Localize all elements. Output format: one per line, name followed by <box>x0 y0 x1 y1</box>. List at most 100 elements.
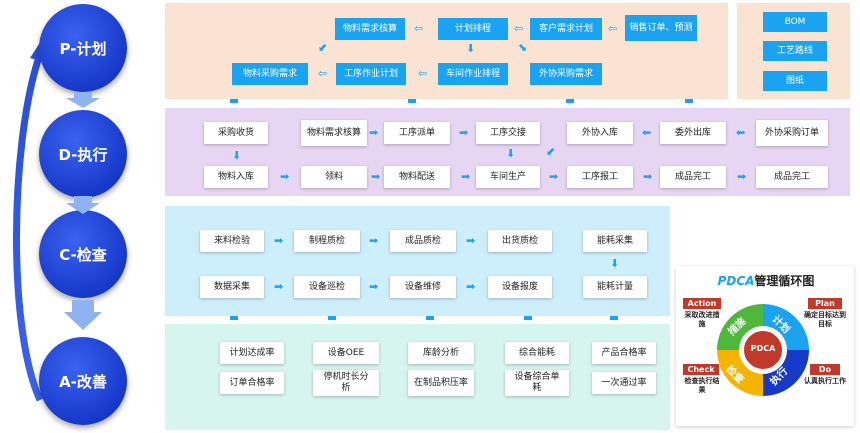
do-box: 物料入库 <box>204 166 268 188</box>
do-box: 车间生产 <box>476 166 540 188</box>
arrow-left-icon: ⇦ <box>514 22 524 35</box>
pdca-title: PDCA管理循环图 <box>686 272 846 289</box>
pdca-plan-desc: 确定目标达到目标 <box>804 311 846 328</box>
do-box: 工序交接 <box>476 122 540 144</box>
arrow-right-icon: ➡ <box>737 170 747 183</box>
phase-check: C-检查 <box>39 210 127 298</box>
side-box-drawing: 图纸 <box>763 71 827 91</box>
phase-do: D-执行 <box>39 110 127 198</box>
check-box: 来料检验 <box>200 230 264 252</box>
plan-box: 计划排程 <box>438 18 508 40</box>
do-box: 工序报工 <box>567 166 633 188</box>
connector-tick <box>566 99 574 103</box>
do-box: 成品完工 <box>756 166 828 188</box>
do-box: 领料 <box>301 166 367 188</box>
pdca-check-tag: Check <box>683 364 719 375</box>
arrow-right-icon: ➡ <box>643 170 653 183</box>
arrow-left-icon: ⇦ <box>318 67 328 80</box>
plan-box: 客户需求计划 <box>530 18 602 40</box>
check-box: 设备维修 <box>390 276 456 298</box>
check-box: 设备报废 <box>488 276 552 298</box>
act-box: 在制品积压率 <box>408 370 474 396</box>
arrow-right-icon: ➡ <box>274 280 284 293</box>
connector-tick <box>426 316 434 320</box>
arrow-right-icon: ➡ <box>466 234 476 247</box>
connector-tick <box>230 99 238 103</box>
arrow-left-icon: ⇦ <box>414 22 424 35</box>
pdca-ring <box>717 304 809 396</box>
plan-box: 销售订单、预测 <box>625 15 697 41</box>
act-box: 产品合格率 <box>592 342 656 364</box>
act-box: 一次通过率 <box>592 372 656 394</box>
do-box: 工序派单 <box>384 122 450 144</box>
check-box: 出货质检 <box>488 230 552 252</box>
arrow-left-icon: ⬅ <box>736 126 746 139</box>
check-box: 能耗计量 <box>583 276 647 298</box>
plan-box: 工序作业计划 <box>336 63 406 85</box>
pdca-check-desc: 检查执行结果 <box>684 377 720 394</box>
pdca-do-tag: Do <box>810 364 840 375</box>
act-box: 设备综合单耗 <box>505 370 569 396</box>
act-box: 订单合格率 <box>220 372 284 394</box>
check-box: 数据采集 <box>200 276 264 298</box>
arrow-down-icon: ⬇ <box>506 147 516 160</box>
act-box: 计划达成率 <box>220 342 284 364</box>
do-box: 外协入库 <box>567 122 633 144</box>
pdca-do-desc: 认真执行工作 <box>804 377 846 385</box>
pdca-action-desc: 采取改进措施 <box>684 311 720 328</box>
do-box: 成品完工 <box>660 166 726 188</box>
act-box: 设备OEE <box>313 342 379 364</box>
side-box-bom: BOM <box>763 12 827 32</box>
do-box: 采购收货 <box>204 122 268 144</box>
pdca-center: PDCA <box>750 344 776 353</box>
act-box: 库龄分析 <box>408 342 474 364</box>
plan-box: 车间作业排程 <box>438 63 508 85</box>
arrow-down-left-icon: ⬋ <box>318 41 328 54</box>
plan-box: 物料需求核算 <box>335 18 405 40</box>
connector-tick <box>328 316 336 320</box>
arrow-right-icon: ➡ <box>369 280 379 293</box>
phase-down-arrows <box>64 92 102 330</box>
arrow-right-icon: ➡ <box>274 234 284 247</box>
arrow-down-icon: ⬇ <box>466 42 476 55</box>
arrow-right-icon: ➡ <box>369 126 379 139</box>
act-box: 停机时长分析 <box>313 370 379 396</box>
connector-tick <box>230 316 238 320</box>
arrow-right-icon: ➡ <box>461 170 471 183</box>
check-box: 成品质检 <box>390 230 456 252</box>
pdca-title-rest: 管理循环图 <box>754 274 815 288</box>
arrow-down-icon: ⬇ <box>232 149 242 162</box>
phase-act: A-改善 <box>39 337 127 425</box>
plan-box: 物料采购需求 <box>232 63 308 85</box>
check-box: 能耗采集 <box>583 230 647 252</box>
act-box: 综合能耗 <box>505 342 569 364</box>
side-box-route: 工艺路线 <box>763 41 827 61</box>
connector-tick <box>610 316 618 320</box>
arrow-right-icon: ➡ <box>466 280 476 293</box>
arrow-down-icon: ⬇ <box>610 257 620 270</box>
arrow-right-icon: ➡ <box>459 126 469 139</box>
pdca-action-tag: Action <box>683 298 721 309</box>
arrow-right-icon: ➡ <box>369 234 379 247</box>
pdca-title-prefix: PDCA <box>717 274 755 288</box>
connector-tick <box>524 316 532 320</box>
arrow-right-icon: ➡ <box>371 170 381 183</box>
arrow-right-icon: ➡ <box>280 170 290 183</box>
do-box: 物料配送 <box>384 166 450 188</box>
phase-plan: P-计划 <box>39 4 127 92</box>
arrow-right-icon: ➡ <box>549 170 559 183</box>
pdca-plan-tag: Plan <box>808 298 842 309</box>
arrow-left-icon: ⇦ <box>418 67 428 80</box>
arrow-down-left-icon: ⬋ <box>546 145 556 158</box>
connector-tick <box>685 99 693 103</box>
arrow-down-right-icon: ⬊ <box>518 41 528 54</box>
check-box: 制程质检 <box>294 230 360 252</box>
do-box: 物料需求核算 <box>301 120 367 146</box>
arrow-left-icon: ⬅ <box>642 126 652 139</box>
arrow-left-icon: ⇦ <box>608 22 618 35</box>
plan-box: 外协采购需求 <box>530 63 602 85</box>
check-box: 设备巡检 <box>294 276 360 298</box>
do-box: 委外出库 <box>660 122 726 144</box>
connector-tick <box>408 99 416 103</box>
check-panel <box>165 206 670 316</box>
